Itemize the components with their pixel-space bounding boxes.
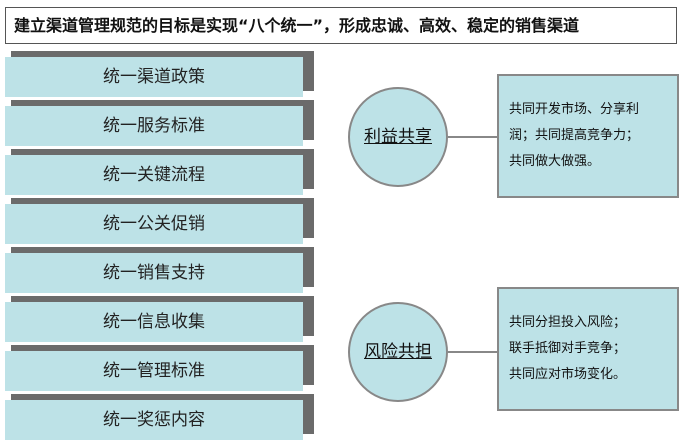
node-benefit-sharing: 利益共享: [348, 87, 448, 187]
benefit-sharing-description: 共同开发市场、分享利 润；共同提高竞争力； 共同做大做强。: [497, 74, 679, 198]
goal-title: 建立渠道管理规范的目标是实现“八个统一”，形成忠诚、高效、稳定的销售渠道: [5, 7, 677, 44]
desc-line: 共同分担投入风险；: [509, 315, 627, 330]
desc-line: 共同做大做强。: [509, 154, 601, 169]
desc-line: 联手抵御对手竞争；: [509, 341, 627, 356]
unification-item: 统一奖惩内容: [5, 394, 314, 440]
unification-item: 统一公关促销: [5, 198, 314, 244]
unification-item-label: 统一关键流程: [5, 155, 303, 195]
risk-sharing-description: 共同分担投入风险； 联手抵御对手竞争； 共同应对市场变化。: [497, 287, 679, 411]
unification-item: 统一渠道政策: [5, 51, 314, 97]
unification-item-label: 统一奖惩内容: [5, 400, 303, 440]
unification-item-label: 统一公关促销: [5, 204, 303, 244]
node-risk-sharing: 风险共担: [348, 302, 448, 402]
unification-item: 统一管理标准: [5, 345, 314, 391]
unification-item-label: 统一管理标准: [5, 351, 303, 391]
unification-item: 统一关键流程: [5, 149, 314, 195]
desc-line: 润；共同提高竞争力；: [509, 128, 640, 143]
connector-line: [448, 351, 498, 353]
unification-item: 统一信息收集: [5, 296, 314, 342]
unification-item-label: 统一渠道政策: [5, 57, 303, 97]
desc-line: 共同开发市场、分享利: [509, 102, 640, 117]
connector-line: [448, 136, 498, 138]
unification-item-label: 统一服务标准: [5, 106, 303, 146]
unification-item: 统一销售支持: [5, 247, 314, 293]
desc-line: 共同应对市场变化。: [509, 367, 627, 382]
unification-item-label: 统一销售支持: [5, 253, 303, 293]
unification-item: 统一服务标准: [5, 100, 314, 146]
unification-item-label: 统一信息收集: [5, 302, 303, 342]
